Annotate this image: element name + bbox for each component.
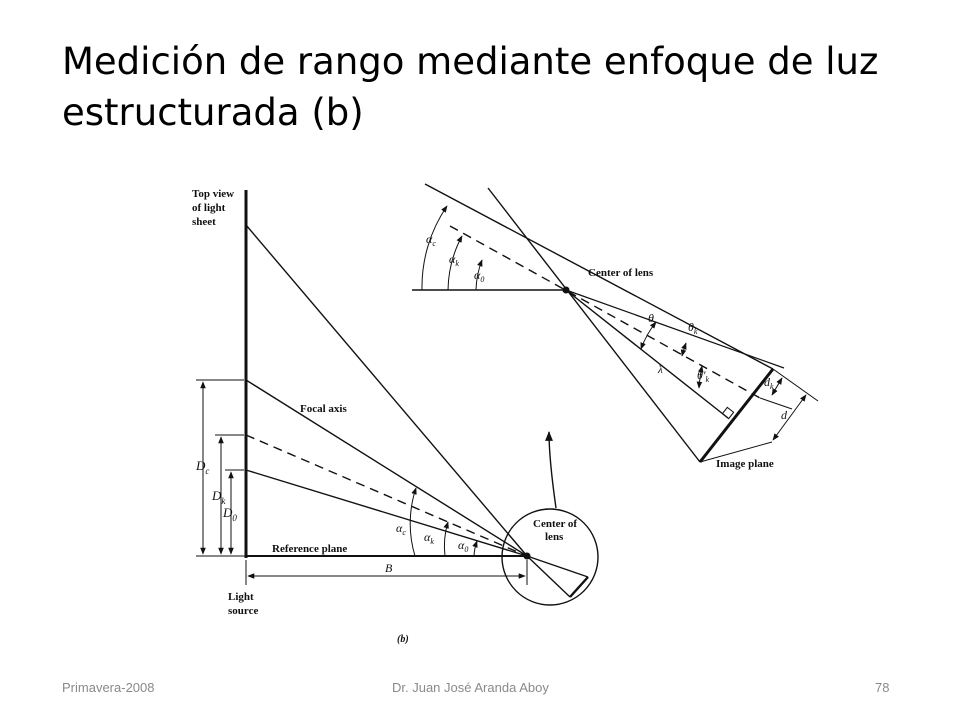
zoom-arrow <box>545 431 557 509</box>
left-view-labels: Top view of light sheet Focal axis Refer… <box>192 188 577 645</box>
arc-right-alpha-k <box>447 235 463 291</box>
arc-alpha-c <box>409 487 417 557</box>
dim-d <box>772 394 807 441</box>
top-view-label-3: sheet <box>192 216 216 228</box>
ray-center <box>565 289 729 419</box>
right-view <box>412 183 819 463</box>
ray-upper <box>424 183 774 370</box>
arc-theta-k-prime <box>696 365 704 389</box>
left-view <box>196 190 599 606</box>
d0-label: D0 <box>222 505 237 523</box>
ray-top <box>245 224 528 557</box>
arc-right-alpha-0 <box>475 259 483 291</box>
light-source-label-2: source <box>228 605 258 617</box>
footer-date: Primavera-2008 <box>62 680 155 695</box>
arc-alpha-k <box>443 521 449 557</box>
ray-low <box>245 469 528 557</box>
ray-mid <box>565 289 785 369</box>
right-angle-mark <box>721 406 735 420</box>
theta-label: θ <box>648 311 654 325</box>
center-of-lens-label-1: Center of <box>533 518 577 530</box>
center-of-lens-label-2: lens <box>545 531 564 543</box>
right-alpha-c-label: αc <box>426 232 436 248</box>
focal-axis-line <box>245 379 528 557</box>
top-view-label-1: Top view <box>192 188 234 200</box>
arc-alpha-0 <box>472 540 478 557</box>
dk-label-right: dk <box>764 375 774 391</box>
image-plane-label: Image plane <box>716 458 774 470</box>
theta-k-label: θk <box>688 320 698 336</box>
slide-title: Medición de rango mediante enfoque de lu… <box>62 40 879 134</box>
light-source-label-1: Light <box>228 591 254 603</box>
right-alpha-0-label: α0 <box>474 268 484 284</box>
alpha-0-label: α0 <box>458 538 468 554</box>
lens-center-dot <box>523 552 531 560</box>
right-alpha-k-label: αk <box>449 252 459 268</box>
dc-label: Dc <box>195 458 209 476</box>
lens-circle <box>501 508 599 606</box>
dk-label: Dk <box>211 488 226 506</box>
alpha-k-label: αk <box>424 530 434 546</box>
arc-theta-k <box>680 342 687 357</box>
ray-dashed-right <box>449 225 761 399</box>
theta-k-prime-label: θ′k <box>697 368 710 384</box>
reference-plane-label: Reference plane <box>272 543 347 555</box>
right-lens-center-dot <box>562 286 570 294</box>
footer-author: Dr. Juan José Aranda Aboy <box>392 680 549 695</box>
baseline-label: B <box>385 561 393 575</box>
arc-theta <box>640 321 657 350</box>
figure-caption: (b) <box>397 634 409 645</box>
arc-right-alpha-c <box>421 205 448 291</box>
right-center-of-lens-label: Center of lens <box>588 267 654 279</box>
footer-page-number: 78 <box>875 680 890 695</box>
focal-axis-label: Focal axis <box>300 403 347 415</box>
alpha-c-label: αc <box>396 521 406 537</box>
ray-dashed <box>245 434 528 557</box>
right-view-labels: Center of lens Image plane αc αk α0 θ θk… <box>426 232 788 470</box>
lambda-label: λ <box>657 364 663 376</box>
ray-steep <box>487 187 701 463</box>
dim-dk <box>771 377 783 396</box>
d-label-right: d <box>781 408 788 422</box>
top-view-label-2: of light <box>192 202 226 214</box>
image-plane-line <box>698 368 775 463</box>
